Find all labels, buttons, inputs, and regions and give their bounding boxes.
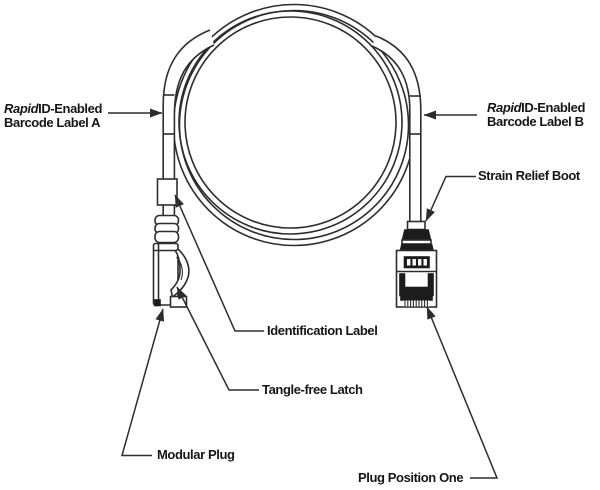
- strain-relief-boot-arrow: [425, 175, 476, 222]
- plug-window: [403, 256, 430, 269]
- barcode-label-b-line2: Barcode Label B: [487, 114, 584, 129]
- cable-segment-left: [162, 29, 215, 216]
- cable-coil: [172, 3, 416, 247]
- modular-plug-left: [152, 214, 190, 308]
- strain-relief-boot-shape: [399, 220, 434, 251]
- strain-relief-ribs-left: [154, 214, 180, 244]
- cable-segment-right: [371, 35, 422, 222]
- tangle-free-latch-shape: [170, 247, 190, 299]
- rapid-italic-text: Rapid: [4, 101, 39, 116]
- tangle-free-latch-arrow: [176, 286, 259, 391]
- rapid-italic-text: Rapid: [487, 100, 522, 115]
- callout-arrows: [108, 108, 499, 479]
- callout-text-barcode-label-b: RapidID-Enabled Barcode Label B: [487, 101, 585, 129]
- callout-text-identification-label: Identification Label: [267, 323, 378, 338]
- plug-position-one-contacts: [400, 286, 433, 301]
- callout-text-strain-relief-boot: Strain Relief Boot: [478, 168, 580, 183]
- barcode-label-b-line1: RapidID-Enabled: [487, 101, 585, 115]
- callout-text-plug-position-one: Plug Position One: [358, 470, 464, 485]
- callout-text-modular-plug: Modular Plug: [157, 447, 235, 462]
- barcode-label-a-line2: Barcode Label A: [4, 115, 101, 130]
- modular-plug-arrow: [121, 308, 165, 457]
- callout-text-tangle-free-latch: Tangle-free Latch: [262, 382, 363, 397]
- line1-rest: ID-Enabled: [38, 101, 103, 116]
- modular-plug-right: [395, 220, 438, 308]
- identification-label-sleeve: [156, 178, 178, 206]
- barcode-label-a-line1: RapidID-Enabled: [4, 102, 102, 116]
- callout-text-barcode-label-a: RapidID-Enabled Barcode Label A: [4, 102, 102, 130]
- line1-rest: ID-Enabled: [521, 100, 586, 115]
- plug-position-one-arrow: [426, 306, 499, 479]
- identification-label-arrow: [174, 194, 264, 332]
